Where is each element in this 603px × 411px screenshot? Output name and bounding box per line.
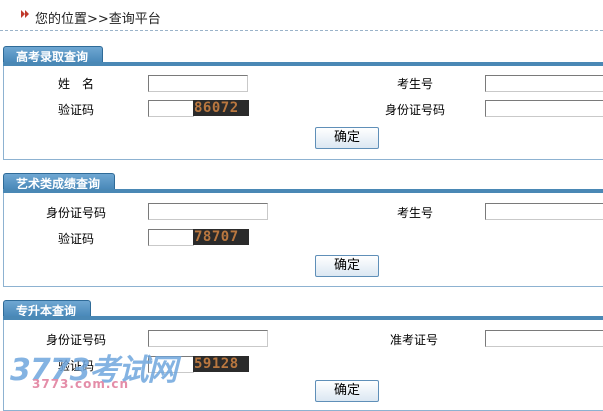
id-number-input[interactable] (485, 100, 603, 117)
upgrade-form: 身份证号码 准考证号 验证码 59128 确定 (3, 320, 603, 411)
upgrade-panel-title: 专升本查询 (3, 300, 92, 321)
gaokao-form: 姓 名 考生号 验证码 86072 身份证号码 确定 (3, 66, 603, 160)
exam-no-input[interactable] (485, 203, 603, 220)
tab-underline (3, 316, 603, 320)
gaokao-panel: 高考录取查询 姓 名 考生号 验证码 86072 身份证号码 确定 (3, 46, 603, 160)
art-panel-title: 艺术类成绩查询 (3, 173, 116, 194)
upgrade-submit-button[interactable]: 确定 (315, 380, 379, 402)
exam-no-label: 考生号 (397, 77, 434, 91)
name-label: 姓 名 (58, 77, 95, 91)
exam-no-label: 考生号 (397, 206, 434, 220)
art-form: 身份证号码 考生号 验证码 78707 确定 (3, 193, 603, 287)
captcha-input[interactable] (148, 229, 194, 246)
exam-no-input[interactable] (485, 75, 603, 92)
id-number-input[interactable] (148, 203, 268, 220)
art-panel: 艺术类成绩查询 身份证号码 考生号 验证码 78707 确定 (3, 173, 603, 287)
art-submit-button[interactable]: 确定 (315, 255, 379, 277)
captcha-image[interactable]: 78707 (193, 229, 249, 245)
gaokao-submit-button[interactable]: 确定 (315, 127, 379, 149)
ticket-no-input[interactable] (485, 330, 603, 347)
gaokao-panel-title: 高考录取查询 (3, 46, 104, 67)
captcha-input[interactable] (148, 100, 194, 117)
captcha-image[interactable]: 86072 (193, 100, 249, 116)
captcha-label: 验证码 (58, 103, 95, 117)
captcha-input[interactable] (148, 356, 194, 373)
ticket-no-label: 准考证号 (390, 333, 439, 347)
captcha-image[interactable]: 59128 (193, 356, 249, 372)
breadcrumb: 您的位置>>查询平台 (0, 0, 603, 31)
tab-underline (3, 189, 603, 193)
id-number-label: 身份证号码 (385, 103, 446, 117)
captcha-label: 验证码 (58, 359, 95, 373)
watermark-sub-text: 3773.com.cn (32, 377, 130, 391)
breadcrumb-text: 您的位置>>查询平台 (35, 12, 161, 27)
tab-underline (3, 62, 603, 66)
watermark-main-text: 3773考试网 (10, 353, 177, 388)
id-number-label: 身份证号码 (46, 206, 107, 220)
captcha-label: 验证码 (58, 232, 95, 246)
double-chevron-right-icon (21, 10, 29, 18)
id-number-label: 身份证号码 (46, 333, 107, 347)
upgrade-panel: 专升本查询 身份证号码 准考证号 验证码 59128 确定 (3, 300, 603, 411)
name-input[interactable] (148, 75, 248, 92)
id-number-input[interactable] (148, 330, 268, 347)
site-watermark-logo: 3773考试网 3773.com.cn (10, 345, 180, 395)
